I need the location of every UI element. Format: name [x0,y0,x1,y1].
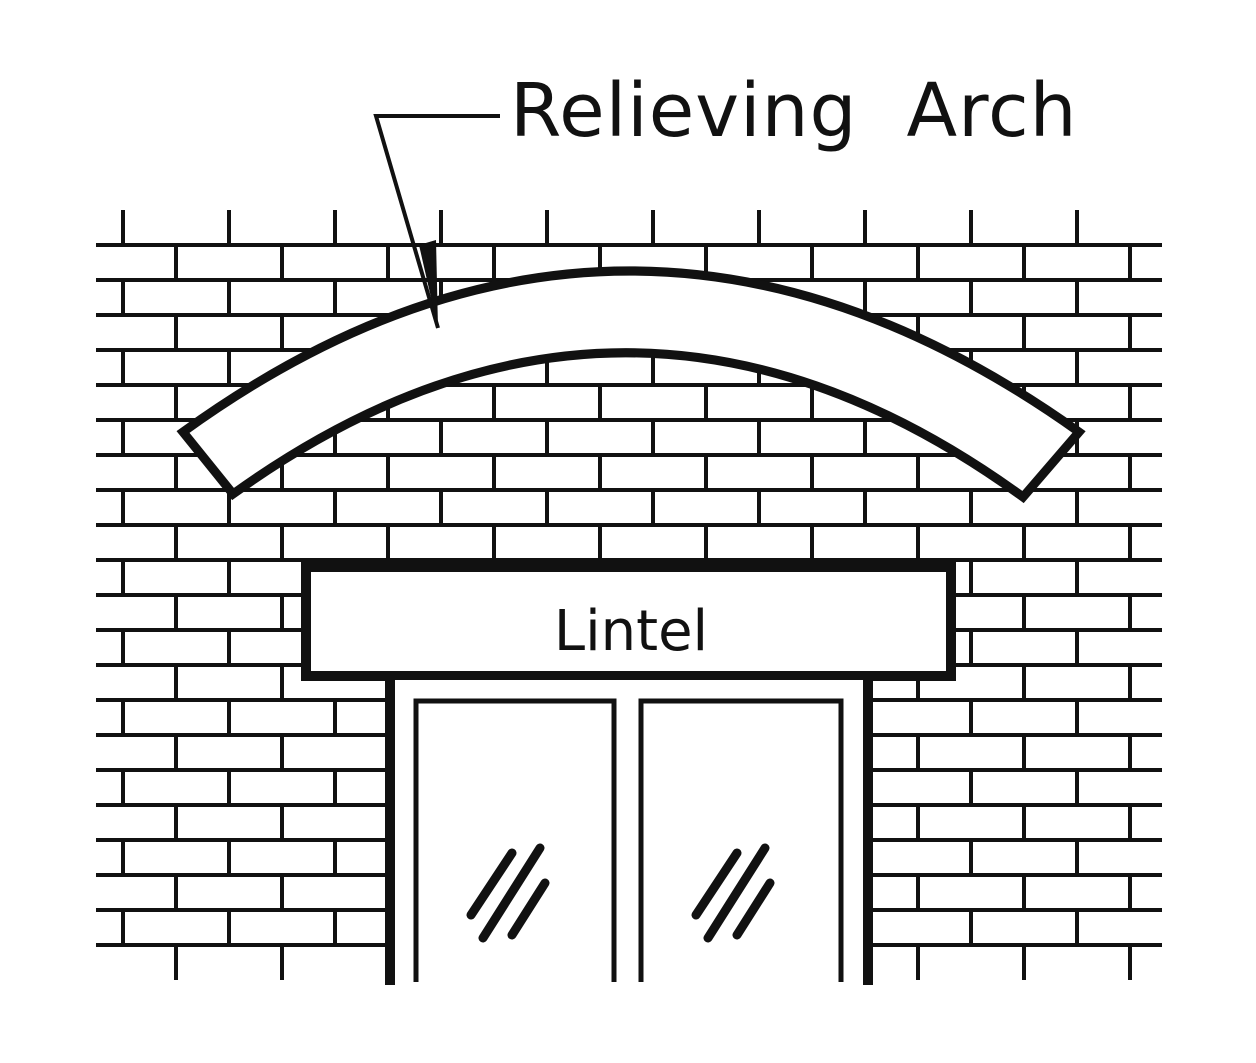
right-door-leaf [638,698,844,982]
arch-label: Relieving Arch [510,68,1078,154]
leader-line [373,114,500,329]
relieving-arch [176,266,1086,504]
double-door [413,698,844,982]
lintel-beam [301,562,956,681]
leader-arrowhead [419,240,438,328]
left-glass-marks [466,843,550,943]
left-door-leaf [413,698,617,982]
lintel-label: Lintel [554,599,708,664]
door-opening [385,676,873,1000]
right-glass-marks [691,843,775,943]
